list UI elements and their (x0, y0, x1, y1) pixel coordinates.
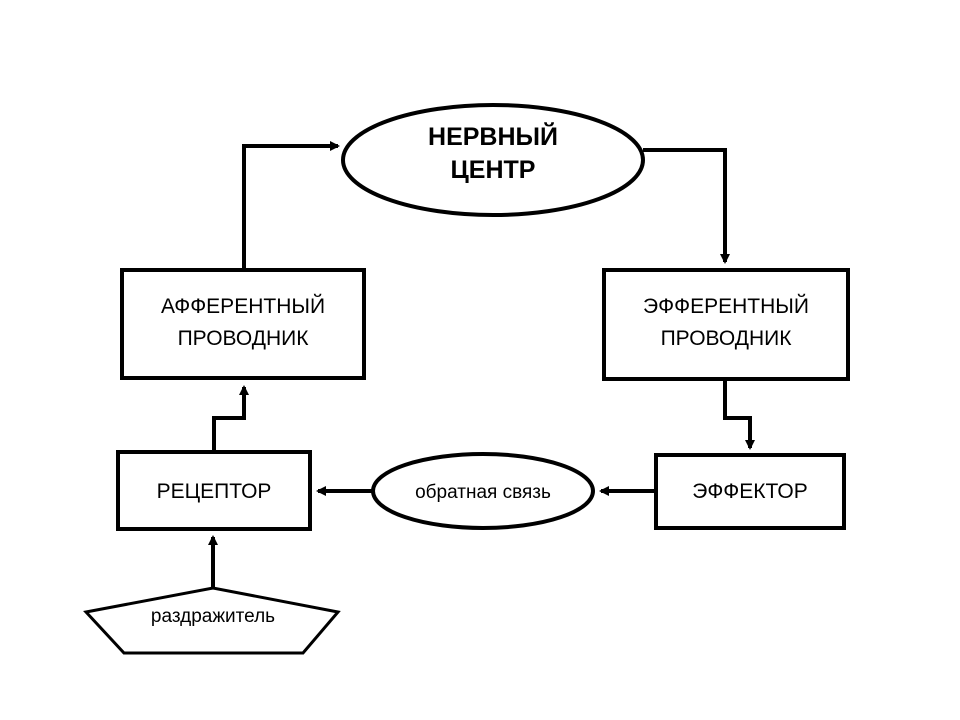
feedback-label: обратная связь (415, 482, 551, 503)
efferent-conductor-label-line1: ЭФФЕРЕНТНЫЙ (643, 294, 809, 318)
arrow-center-to-efferent (643, 148, 730, 264)
stimulus-label: раздражитель (151, 606, 275, 627)
nerve-center-ellipse (341, 103, 645, 217)
afferent-conductor-label-line2: ПРОВОДНИК (178, 327, 310, 350)
nerve-center-label-line2: ЦЕНТР (451, 156, 536, 184)
arrow-receptor-to-afferent (212, 385, 249, 452)
stimulus-node: раздражитель (83, 586, 341, 655)
efferent-conductor-node: ЭФФЕРЕНТНЫЙ ПРОВОДНИК (602, 268, 850, 381)
feedback-node: обратная связь (371, 452, 595, 530)
effector-node: ЭФФЕКТОР (654, 453, 846, 530)
arrow-efferent-to-effector (723, 379, 755, 450)
connectors (208, 141, 755, 588)
arrow-afferent-to-center (242, 141, 340, 270)
receptor-box (116, 450, 312, 531)
afferent-conductor-box (120, 268, 366, 380)
nerve-center-node: НЕРВНЫЙ ЦЕНТР (341, 103, 645, 217)
afferent-conductor-node: АФФЕРЕНТНЫЙ ПРОВОДНИК (120, 268, 366, 380)
efferent-conductor-label-line2: ПРОВОДНИК (661, 327, 793, 350)
afferent-conductor-label-line1: АФФЕРЕНТНЫЙ (161, 294, 325, 318)
effector-label: ЭФФЕКТОР (692, 480, 808, 503)
receptor-node: РЕЦЕПТОР (116, 450, 312, 531)
stimulus-pentagon (83, 586, 341, 655)
efferent-conductor-box (602, 268, 850, 381)
nerve-center-label-line1: НЕРВНЫЙ (428, 121, 558, 151)
receptor-label: РЕЦЕПТОР (157, 480, 272, 503)
